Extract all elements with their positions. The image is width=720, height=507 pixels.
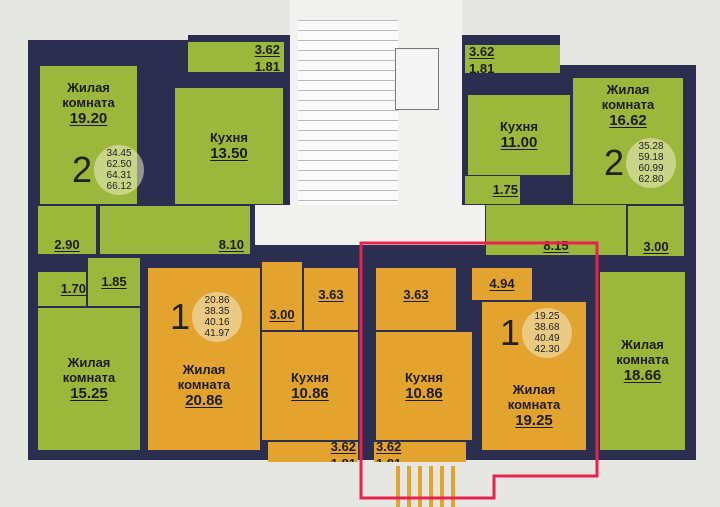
- rooms-count: 1: [500, 312, 521, 353]
- balcony-area: 3.62: [469, 43, 495, 59]
- corridor: [255, 205, 485, 245]
- bathroom: 3.63: [304, 268, 358, 330]
- room-area: 10.86: [405, 384, 443, 402]
- hallway: 8.10: [100, 206, 250, 254]
- room-area: 16.62: [609, 112, 647, 129]
- room-label: Жилая комната: [177, 362, 231, 392]
- bathroom: 2.90: [38, 206, 96, 254]
- room-area: 20.86: [185, 392, 223, 409]
- room-area: 11.00: [500, 133, 538, 151]
- balcony-area: 3.62: [254, 41, 280, 57]
- bathroom: 3.63: [376, 268, 456, 330]
- balcony-area: 3.62: [376, 438, 402, 454]
- room-area: 2.90: [54, 237, 80, 252]
- area-summary: 35.28 59.18 60.99 62.80: [626, 138, 677, 188]
- area-value: 35.28: [638, 141, 664, 152]
- room-label: Жилая комната: [507, 382, 561, 412]
- room-label: Жилая комната: [601, 82, 655, 112]
- area-value: 40.16: [204, 317, 230, 328]
- area-value: 34.45: [106, 148, 132, 159]
- apartment-info: 1 20.86 38.35 40.16 41.97: [170, 292, 243, 342]
- room-label: Кухня: [500, 118, 538, 134]
- room-area: 1.70: [60, 281, 86, 296]
- room-area: 1.85: [101, 274, 127, 289]
- apartment-info: 2 35.28 59.18 60.99 62.80: [604, 138, 677, 188]
- room-kitchen-10-86: Кухня 10.86: [376, 332, 472, 440]
- room-living-15-25: Жилая комната 15.25: [38, 308, 140, 450]
- hallway: 1.85: [88, 258, 140, 306]
- room-kitchen-11-00: Кухня 11.00: [468, 95, 570, 175]
- room-area: 3.00: [269, 307, 295, 322]
- staircase: [298, 20, 398, 210]
- rooms-count: 2: [604, 142, 625, 183]
- room-area: 19.25: [515, 412, 553, 429]
- room-area: 10.86: [291, 384, 329, 402]
- rooms-count: 2: [72, 149, 93, 190]
- apartment-info: 1 19.25 38.68 40.49 42.30: [500, 308, 573, 358]
- hallway: 3.00: [262, 262, 302, 330]
- balcony: 3.62 1.81: [465, 43, 560, 76]
- area-value: 42.30: [534, 344, 560, 355]
- area-value: 38.35: [204, 306, 230, 317]
- room-area: 4.94: [489, 276, 515, 291]
- room-area: 13.50: [210, 144, 248, 162]
- hallway: 4.94: [472, 268, 532, 300]
- room-living-18-66: Жилая комната 18.66: [600, 272, 685, 450]
- area-value: 38.68: [534, 322, 560, 333]
- area-value: 59.18: [638, 152, 664, 163]
- area-value: 40.49: [534, 333, 560, 344]
- elevator: [395, 48, 439, 110]
- entrance-steps: [396, 466, 458, 507]
- rooms-count: 1: [170, 296, 191, 337]
- room-area: 18.66: [623, 367, 662, 384]
- area-value: 64.31: [106, 170, 132, 181]
- area-value: 41.97: [204, 328, 230, 339]
- room-area: 3.63: [318, 287, 344, 302]
- room-kitchen-10-86: Кухня 10.86: [262, 332, 358, 440]
- room-label: Кухня: [291, 369, 329, 385]
- bathroom: 3.00: [628, 206, 684, 256]
- area-summary: 19.25 38.68 40.49 42.30: [522, 308, 573, 358]
- room-area: 8.10: [218, 237, 244, 252]
- room-kitchen-13-50: Кухня 13.50: [175, 88, 283, 204]
- balcony: 3.62 1.81: [188, 41, 284, 74]
- room-area: 1.75: [492, 182, 518, 197]
- balcony-area-reduced: 1.81: [254, 58, 280, 74]
- area-value: 20.86: [204, 295, 230, 306]
- area-value: 19.25: [534, 311, 560, 322]
- area-value: 60.99: [638, 163, 664, 174]
- room-label: Жилая комната: [616, 337, 669, 367]
- balcony-area: 3.62: [330, 438, 356, 454]
- room-label: Жилая комната: [62, 80, 115, 110]
- area-value: 66.12: [106, 181, 132, 192]
- area-value: 62.80: [638, 174, 664, 185]
- area-value: 62.50: [106, 159, 132, 170]
- toilet: 1.70: [38, 272, 86, 306]
- room-label: Кухня: [405, 369, 443, 385]
- room-area: 19.20: [69, 110, 108, 127]
- balcony-area-reduced: 1.81: [469, 60, 495, 76]
- room-label: Жилая комната: [62, 355, 116, 385]
- top-gap-right: [560, 0, 720, 65]
- toilet: 1.75: [465, 176, 520, 204]
- area-summary: 20.86 38.35 40.16 41.97: [192, 292, 243, 342]
- apartment-info: 2 34.45 62.50 64.31 66.12: [72, 145, 145, 195]
- area-summary: 34.45 62.50 64.31 66.12: [94, 145, 145, 195]
- top-gap: [0, 0, 188, 40]
- room-label: Кухня: [210, 129, 248, 145]
- room-area: 3.00: [643, 239, 669, 254]
- room-area: 15.25: [70, 385, 108, 402]
- room-area: 3.63: [403, 287, 429, 302]
